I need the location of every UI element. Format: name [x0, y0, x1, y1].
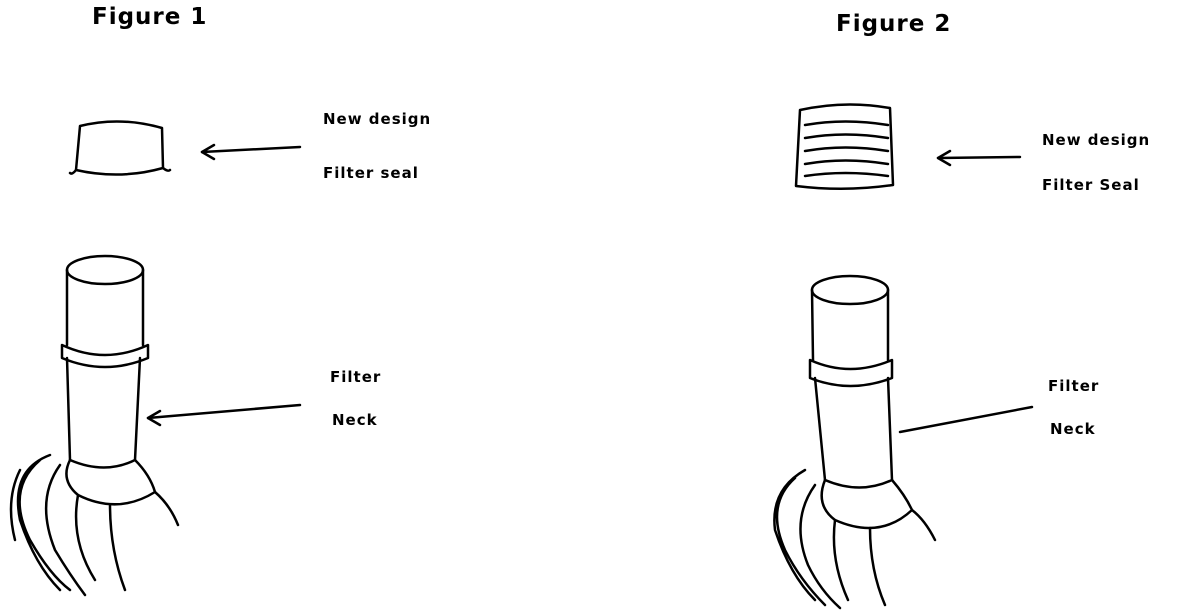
arrow-neck-fig1 [146, 403, 302, 427]
figure1-seal-label-1: New design [323, 110, 432, 128]
figure2-seal-label-1: New design [1042, 131, 1151, 149]
filter-neck-fig2 [773, 274, 937, 610]
filter-seal-fig1 [68, 120, 172, 176]
figure2-title: Figure 2 [836, 11, 952, 37]
filter-neck-fig1 [9, 254, 180, 597]
figure2-neck-label-1: Filter [1048, 377, 1100, 395]
arrow-seal-fig2 [936, 149, 1022, 167]
figure2-seal-label-2: Filter Seal [1042, 176, 1140, 194]
figure1-neck-label-2: Neck [332, 411, 378, 429]
figure1-neck-label-1: Filter [330, 368, 382, 386]
figure1-title: Figure 1 [92, 4, 208, 30]
filter-seal-fig2 [794, 103, 895, 190]
arrow-seal-fig1 [200, 143, 302, 161]
arrow-neck-fig2 [898, 405, 1034, 434]
figure2-neck-label-2: Neck [1050, 420, 1096, 438]
figure1-seal-label-2: Filter seal [323, 164, 419, 182]
